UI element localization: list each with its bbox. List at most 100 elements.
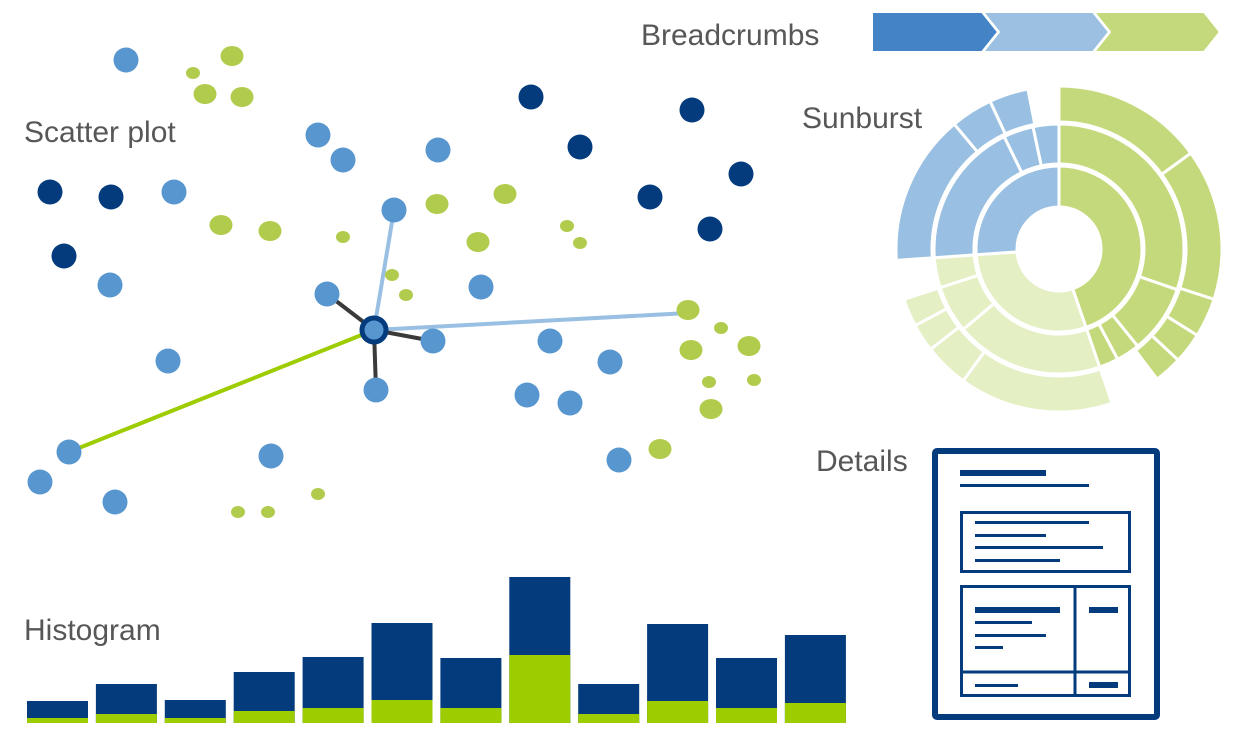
histogram-bar-highlight: [716, 708, 777, 723]
text-line: [975, 521, 1089, 524]
histogram-bar-highlight: [784, 703, 846, 723]
histogram-bar: [27, 701, 88, 723]
scatter-point-blue: [597, 349, 623, 375]
scatter-link: [372, 209, 396, 331]
sunburst-segment-blue: [988, 87, 1037, 136]
scatter-point-navy: [51, 243, 77, 269]
scatter-point-green: [466, 232, 490, 252]
scatter-point-navy: [567, 134, 593, 160]
histogram-label: Histogram: [24, 614, 161, 647]
scatter-point-navy: [518, 84, 544, 110]
scatter-point-green: [258, 221, 282, 241]
scatter-point-green-small: [311, 488, 325, 500]
document-title-line: [960, 470, 1046, 476]
scatter-point-green: [220, 46, 244, 66]
scatter-point-blue: [161, 179, 187, 205]
scatter-point-green-small: [573, 237, 587, 249]
scatter-link: [68, 328, 375, 454]
histogram-bar-highlight: [164, 718, 226, 723]
scatter-point-blue: [27, 469, 53, 495]
sunburst-segment-green: [1057, 164, 1144, 330]
histogram-chart: [27, 577, 846, 723]
scatter-point-blue: [420, 328, 446, 354]
scatter-point-green: [676, 300, 700, 320]
histogram-bar-highlight: [578, 714, 640, 723]
scatter-point-blue: [557, 390, 583, 416]
histogram-bar-highlight: [302, 708, 364, 723]
scatter-point-green: [648, 439, 672, 459]
histogram-bar: [164, 700, 226, 723]
histogram-bar-highlight: [440, 708, 502, 723]
scatter-point-navy: [37, 179, 63, 205]
text-line: [975, 634, 1046, 637]
sunburst-segment-green: [1133, 333, 1181, 382]
scatter-point-blue: [514, 382, 540, 408]
scatter-point-blue: [258, 443, 284, 469]
scatter-point-green-small: [399, 289, 413, 301]
scatter-point-blue: [155, 348, 181, 374]
scatter-point-blue: [56, 439, 82, 465]
scatter-point-navy: [728, 161, 754, 187]
document-subtitle-line: [960, 484, 1089, 487]
document-table-box: [960, 585, 1131, 697]
text-line: [975, 607, 1060, 613]
breadcrumb-step-3: [1091, 11, 1222, 53]
scatter-point-green: [493, 184, 517, 204]
text-line: [975, 559, 1060, 562]
details-label: Details: [816, 445, 908, 478]
text-line: [975, 621, 1032, 624]
document-section-box: [960, 511, 1131, 573]
breadcrumbs-label: Breadcrumbs: [641, 19, 820, 52]
scatter-point-green: [230, 87, 254, 107]
scatter-point-navy: [679, 97, 705, 123]
sunburst-segment-blue: [974, 164, 1061, 257]
text-line: [975, 646, 1003, 649]
scatter-point-navy: [637, 184, 663, 210]
scatter-point-green-small: [714, 322, 728, 334]
scatter-point-green: [699, 399, 723, 419]
scatter-point-blue: [537, 328, 563, 354]
histogram-bar-highlight: [95, 714, 157, 723]
text-line: [975, 534, 1046, 537]
scatter-point-blue: [363, 377, 389, 403]
breadcrumb-step-1: [871, 11, 1000, 53]
scatter-point-blue: [102, 489, 128, 515]
scatter-point-navy: [697, 216, 723, 242]
scatter-point-green-small: [560, 220, 574, 232]
value-line: [1089, 682, 1118, 688]
scatter-point-green: [209, 215, 233, 235]
scatter-point-blue: [330, 147, 356, 173]
scatter-point-blue: [606, 447, 632, 473]
histogram-bar-highlight: [371, 700, 433, 723]
scatter-point-green-small: [186, 67, 200, 79]
scatter-point-blue: [97, 272, 123, 298]
scatter-point-navy: [98, 184, 124, 210]
scatter-point-green: [679, 340, 703, 360]
sunburst-segment-blue: [1031, 122, 1061, 168]
sunburst-segment-pale: [974, 250, 1088, 334]
text-line: [975, 684, 1018, 687]
scatter-point-green: [425, 194, 449, 214]
details-document-icon: [932, 448, 1160, 720]
scatter-point-blue: [425, 137, 451, 163]
scatter-plot: [27, 46, 761, 518]
scatter-point-blue: [468, 274, 494, 300]
scatter-point-green-small: [747, 374, 761, 386]
scatter-point-green-small: [336, 231, 350, 243]
scatter-link: [373, 311, 689, 332]
breadcrumbs-graphic: [871, 11, 1222, 53]
histogram-bar-highlight: [233, 711, 295, 723]
histogram-bar-highlight: [509, 655, 571, 723]
histogram-bar-highlight: [647, 701, 709, 723]
scatter-point-green-small: [702, 376, 716, 388]
scatter-point-green-small: [385, 269, 399, 281]
text-line: [975, 546, 1103, 549]
scatter-point-blue: [305, 122, 331, 148]
scatter-selected-node: [359, 315, 389, 345]
scatter-point-blue: [113, 47, 139, 73]
scatter-point-blue: [381, 197, 407, 223]
value-line: [1089, 607, 1118, 613]
scatter-point-green: [737, 336, 761, 356]
scatter-plot-label: Scatter plot: [24, 116, 176, 149]
